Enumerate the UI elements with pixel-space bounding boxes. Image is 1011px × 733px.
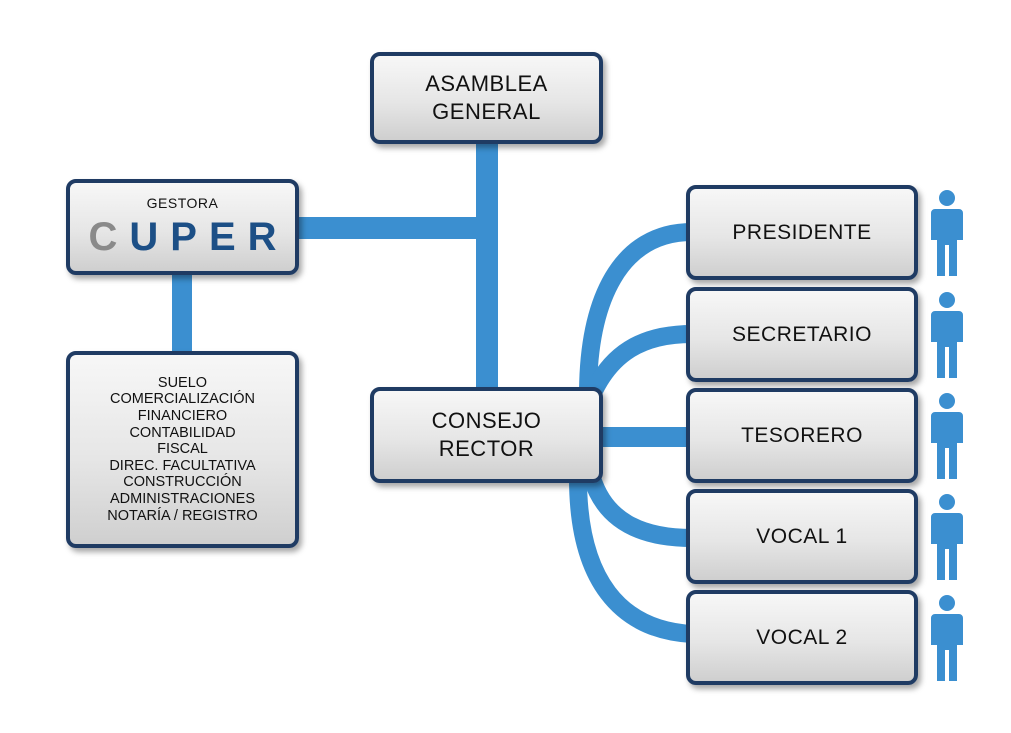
services-connector xyxy=(172,272,192,354)
role-label: VOCAL 1 xyxy=(756,524,848,548)
role-box-presidente: PRESIDENTE xyxy=(686,185,918,280)
role-box-secretario: SECRETARIO xyxy=(686,287,918,382)
person-icon xyxy=(930,494,964,585)
secretario-connector xyxy=(583,325,693,399)
services-box: SUELO COMERCIALIZACIÓN FINANCIERO CONTAB… xyxy=(66,351,299,548)
service-item: SUELO xyxy=(157,374,208,391)
service-item: FINANCIERO xyxy=(137,408,228,425)
person-icon xyxy=(930,393,964,484)
cuper-logo-c: C xyxy=(88,215,130,259)
role-label: SECRETARIO xyxy=(732,322,872,346)
asamblea-line1: ASAMBLEA xyxy=(425,71,548,96)
role-label: VOCAL 2 xyxy=(756,625,848,649)
service-item: FISCAL xyxy=(157,441,208,458)
person-icon xyxy=(930,190,964,281)
vocal2-connector xyxy=(569,477,693,643)
role-box-vocal-1: VOCAL 1 xyxy=(686,489,918,584)
asamblea-line2: GENERAL xyxy=(432,99,541,124)
service-item: COMERCIALIZACIÓN xyxy=(109,391,255,408)
consejo-rector-box: CONSEJO RECTOR xyxy=(370,387,603,483)
service-item: ADMINISTRACIONES xyxy=(109,490,255,507)
cuper-logo-rest: UPER xyxy=(129,215,289,259)
role-label: TESORERO xyxy=(741,423,863,447)
role-box-tesorero: TESORERO xyxy=(686,388,918,483)
role-box-vocal-2: VOCAL 2 xyxy=(686,590,918,685)
role-label: PRESIDENTE xyxy=(732,220,872,244)
consejo-line2: RECTOR xyxy=(438,436,535,461)
service-item: CONTABILIDAD xyxy=(129,424,236,441)
asamblea-general-box: ASAMBLEA GENERAL xyxy=(370,52,603,144)
service-item: DIREC. FACULTATIVA xyxy=(109,457,256,474)
gestora-label: GESTORA xyxy=(146,195,219,211)
cuper-logo: CUPER xyxy=(76,215,288,259)
service-item: CONSTRUCCIÓN xyxy=(123,474,242,491)
trunk-connector xyxy=(476,140,498,395)
service-item: NOTARÍA / REGISTRO xyxy=(107,507,258,524)
person-icon xyxy=(930,595,964,686)
presidente-connector xyxy=(579,223,693,396)
consejo-line1: CONSEJO xyxy=(431,408,542,433)
gestora-box: GESTORA CUPER xyxy=(66,179,299,275)
vocal1-connector xyxy=(583,474,693,547)
tesorero-connector xyxy=(598,427,692,447)
person-icon xyxy=(930,292,964,383)
gestora-connector xyxy=(298,217,478,239)
